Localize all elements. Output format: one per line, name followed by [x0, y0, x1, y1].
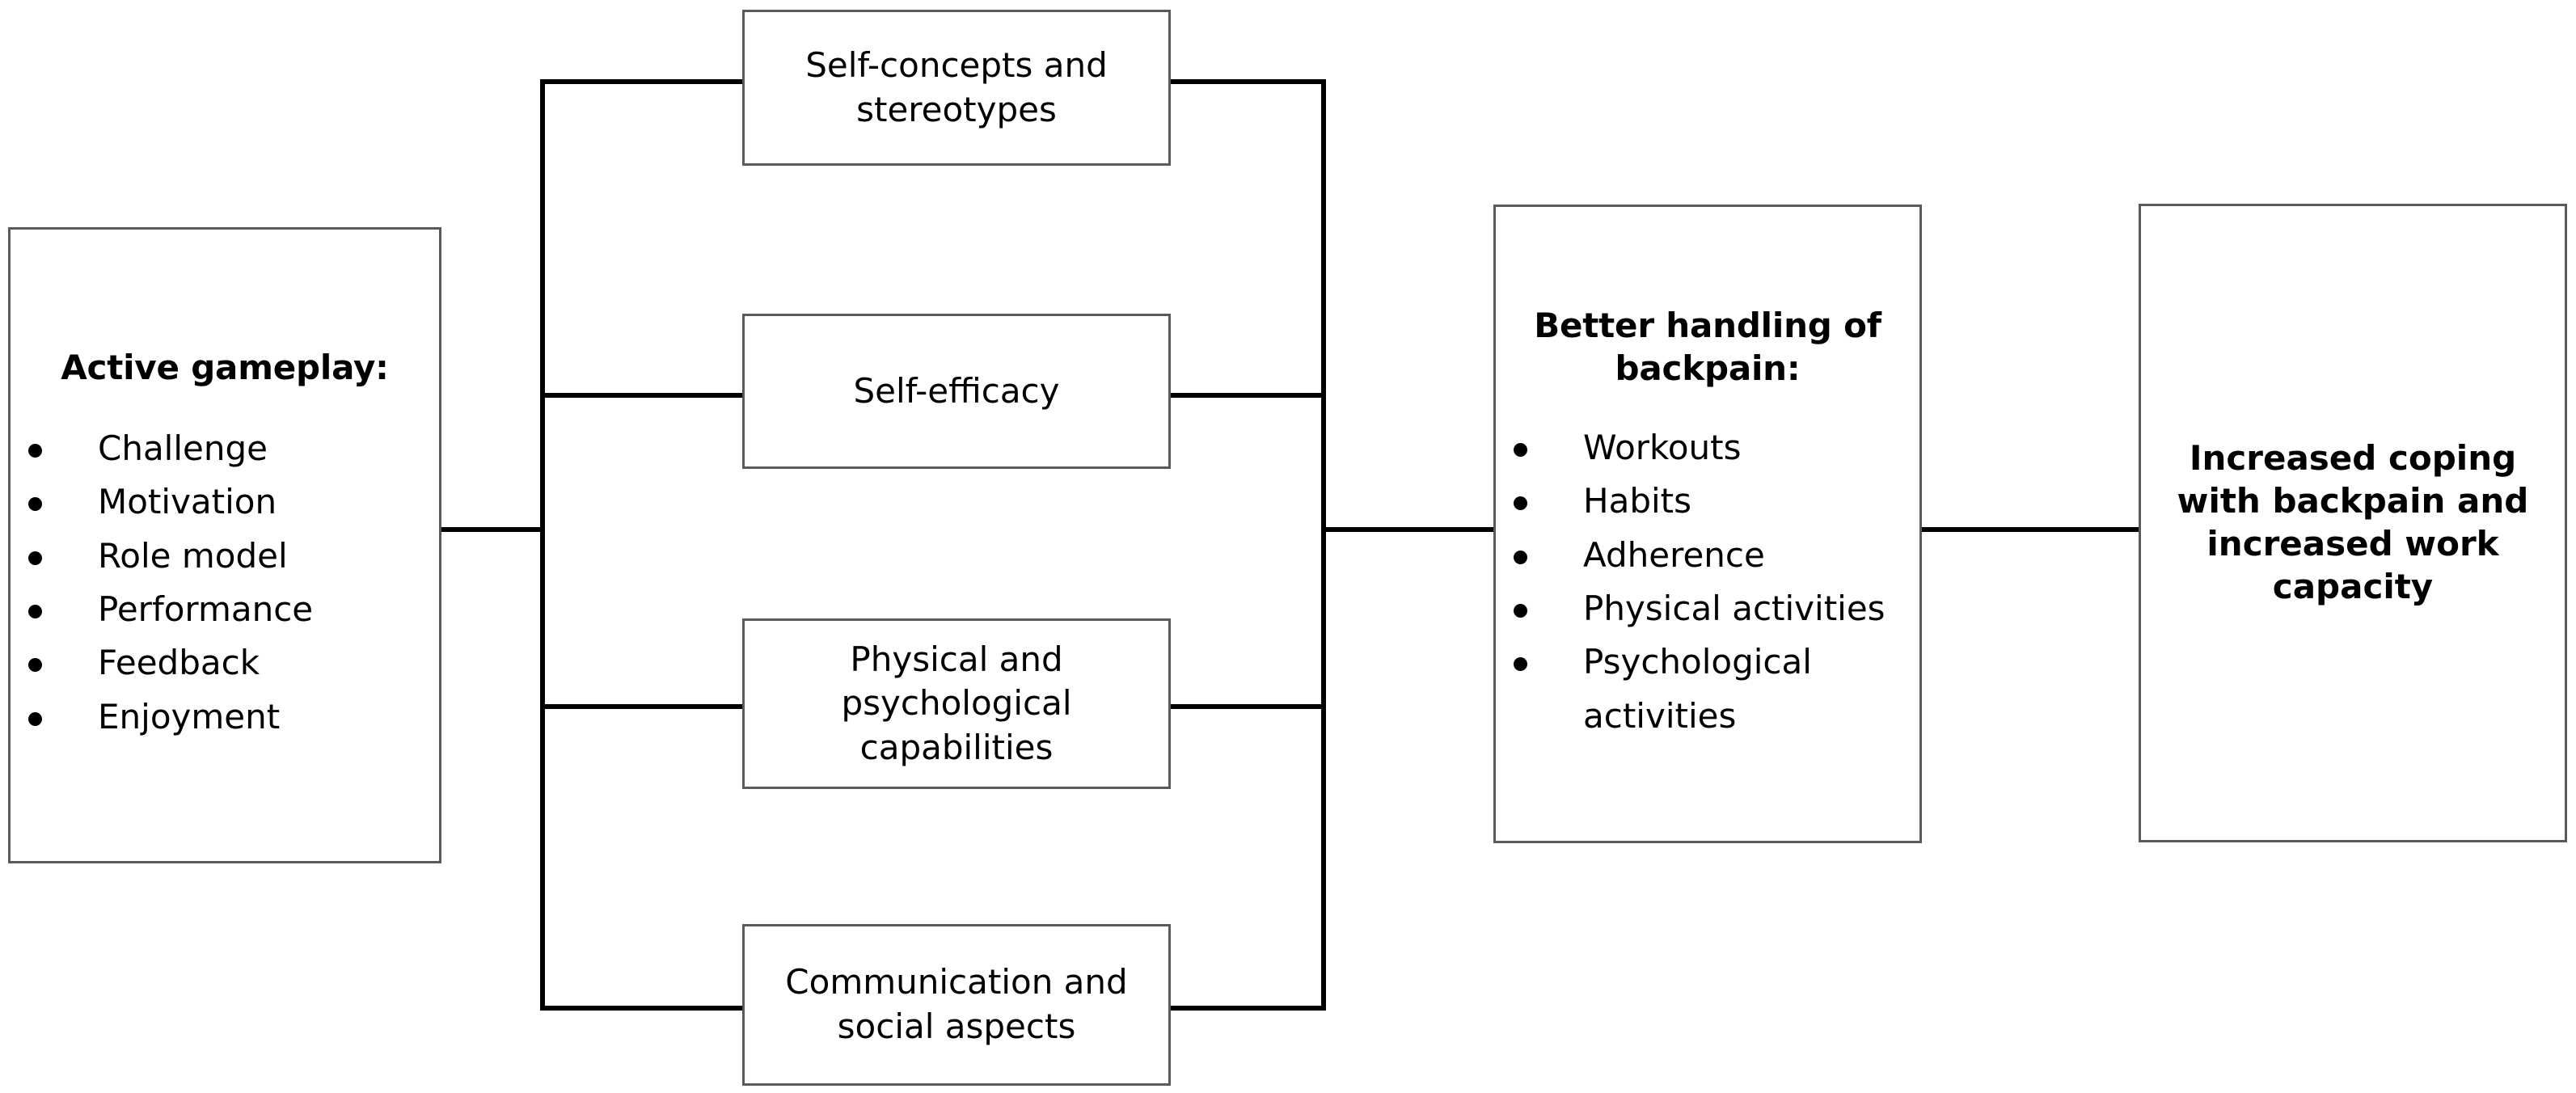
connector-right-bus-to-better-handling: [1321, 527, 1496, 532]
node-self-concepts[interactable]: Self-concepts and stereotypes: [742, 10, 1171, 166]
outcome-label: Increased coping with backpain and incre…: [2177, 438, 2529, 606]
connector-left-bus-to-self-efficacy: [540, 393, 744, 398]
active-gameplay-title: Active gameplay:: [61, 347, 389, 387]
connector-self-concepts-to-right-bus: [1170, 79, 1325, 84]
left-bus-vertical: [540, 79, 545, 1011]
node-active-gameplay[interactable]: Active gameplay: Challenge Motivation Ro…: [8, 227, 441, 863]
connector-left-bus-to-communication: [540, 1006, 744, 1011]
node-better-handling[interactable]: Better handling of backpain: Workouts Ha…: [1493, 205, 1922, 843]
connector-left-bus-to-physical-psych: [540, 704, 744, 709]
list-item: Challenge: [11, 422, 439, 475]
list-item: Role model: [11, 530, 439, 583]
node-physical-psych[interactable]: Physical and psychological capabilities: [742, 618, 1171, 789]
active-gameplay-content: Active gameplay: Challenge Motivation Ro…: [11, 347, 439, 744]
connector-self-efficacy-to-right-bus: [1170, 393, 1325, 398]
spacer: [11, 390, 439, 422]
connector-left-bus-to-self-concepts: [540, 79, 744, 84]
list-item: Adherence: [1496, 529, 1919, 582]
active-gameplay-bullet-list: Challenge Motivation Role model Performa…: [11, 422, 439, 744]
node-communication[interactable]: Communication and social aspects: [742, 924, 1171, 1086]
self-efficacy-label: Self-efficacy: [853, 370, 1060, 411]
list-item: Workouts: [1496, 421, 1919, 475]
list-item: Physical activities: [1496, 582, 1919, 635]
node-outcome[interactable]: Increased coping with backpain and incre…: [2139, 204, 2567, 842]
connector-gameplay-to-left-bus: [441, 527, 545, 532]
list-item: Feedback: [11, 636, 439, 690]
spacer: [1496, 390, 1919, 421]
connector-physical-psych-to-right-bus: [1170, 704, 1325, 709]
better-handling-content: Better handling of backpain: Workouts Ha…: [1496, 305, 1919, 743]
list-item: Habits: [1496, 475, 1919, 528]
node-self-efficacy[interactable]: Self-efficacy: [742, 314, 1171, 469]
list-item: Enjoyment: [11, 690, 439, 744]
better-handling-bullet-list: Workouts Habits Adherence Physical activ…: [1496, 421, 1919, 743]
self-concepts-label: Self-concepts and stereotypes: [805, 44, 1108, 129]
better-handling-title: Better handling of backpain:: [1534, 306, 1881, 388]
right-bus-vertical: [1321, 79, 1326, 1011]
list-item: Performance: [11, 583, 439, 636]
connector-better-handling-to-outcome: [1921, 527, 2141, 532]
connector-communication-to-right-bus: [1170, 1006, 1325, 1011]
physical-psych-label: Physical and psychological capabilities: [841, 639, 1072, 767]
list-item: Psychological activities: [1496, 635, 1919, 743]
communication-label: Communication and social aspects: [785, 962, 1128, 1046]
list-item: Motivation: [11, 475, 439, 529]
